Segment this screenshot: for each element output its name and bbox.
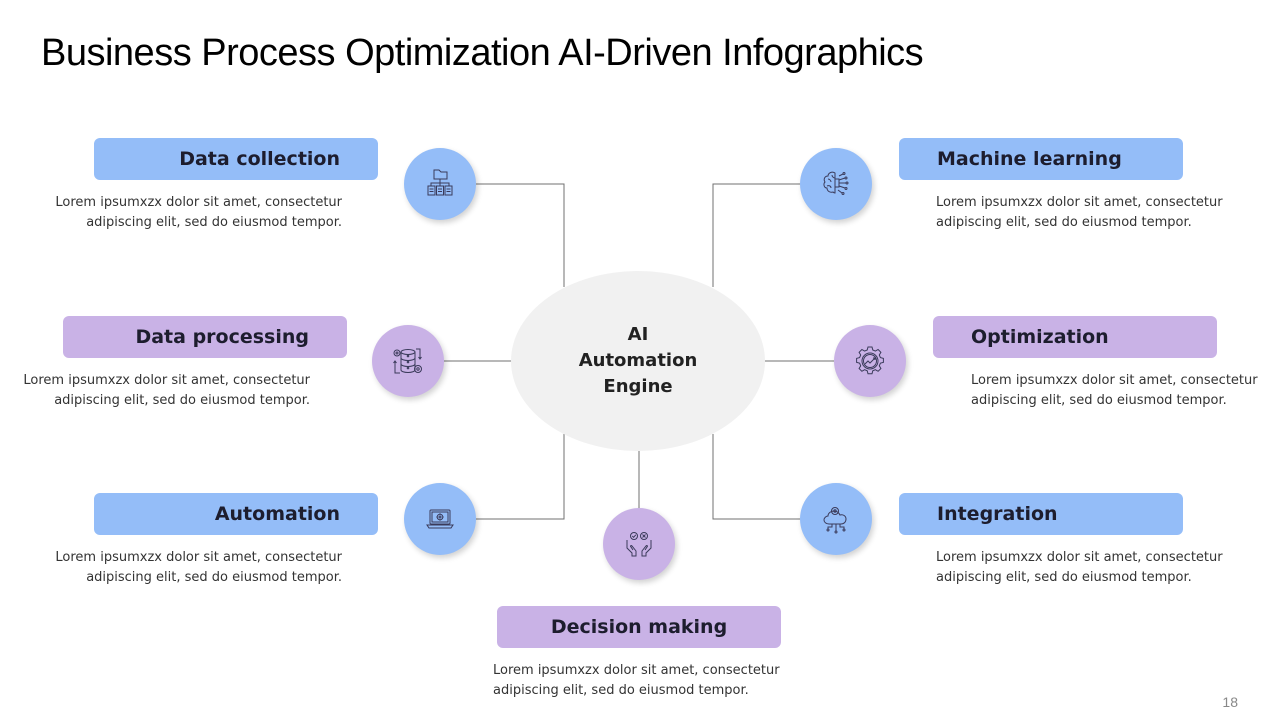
desc-data-collection: Lorem ipsumxzx dolor sit amet, consectet… <box>55 193 342 233</box>
desc-line: Lorem ipsumxzx dolor sit amet, consectet… <box>55 195 342 210</box>
node-data-processing <box>372 325 444 397</box>
page-number: 18 <box>1222 694 1238 710</box>
desc-line: Lorem ipsumxzx dolor sit amet, consectet… <box>936 550 1223 565</box>
database-gears-icon <box>393 348 422 374</box>
desc-data-processing: Lorem ipsumxzx dolor sit amet, consectet… <box>23 371 310 411</box>
desc-line: adipiscing elit, sed do eiusmod tempor. <box>86 570 342 585</box>
connector-data-collection <box>476 183 565 287</box>
label-text: Automation <box>214 503 340 525</box>
node-optimization <box>834 325 906 397</box>
desc-machine-learning: Lorem ipsumxzx dolor sit amet, consectet… <box>936 193 1223 233</box>
hands-check-cross-icon <box>626 532 652 557</box>
label-decision-making: Decision making <box>497 606 781 648</box>
connector-integration <box>712 434 800 520</box>
desc-line: adipiscing elit, sed do eiusmod tempor. <box>493 683 749 698</box>
desc-line: adipiscing elit, sed do eiusmod tempor. <box>54 393 310 408</box>
desc-decision-making: Lorem ipsumxzx dolor sit amet, consectet… <box>493 661 780 701</box>
label-text: Decision making <box>550 616 728 638</box>
label-text: Machine learning <box>937 148 1122 170</box>
label-text: Data collection <box>179 148 340 170</box>
desc-line: adipiscing elit, sed do eiusmod tempor. <box>971 393 1227 408</box>
label-optimization: Optimization <box>933 316 1217 358</box>
label-text: Optimization <box>971 326 1109 348</box>
hub-label-line-2: Automation <box>578 350 698 371</box>
brain-circuit-icon <box>823 171 849 195</box>
connector-machine-learning <box>712 183 800 287</box>
desc-line: Lorem ipsumxzx dolor sit amet, consectet… <box>23 373 310 388</box>
desc-line: Lorem ipsumxzx dolor sit amet, consectet… <box>971 373 1258 388</box>
connector-automation <box>476 434 565 520</box>
slide-title: Business Process Optimization AI-Driven … <box>41 32 924 74</box>
desc-line: Lorem ipsumxzx dolor sit amet, consectet… <box>936 195 1223 210</box>
laptop-gear-icon <box>426 509 454 529</box>
hub-label-line-1: AI <box>627 324 649 345</box>
node-decision-making <box>603 508 675 580</box>
desc-optimization: Lorem ipsumxzx dolor sit amet, consectet… <box>971 371 1258 411</box>
label-data-processing: Data processing <box>63 316 347 358</box>
desc-line: adipiscing elit, sed do eiusmod tempor. <box>936 570 1192 585</box>
label-text: Data processing <box>135 326 309 348</box>
cloud-gear-network-icon <box>823 507 847 534</box>
gear-growth-chart-icon <box>856 346 884 375</box>
desc-line: adipiscing elit, sed do eiusmod tempor. <box>86 215 342 230</box>
node-data-collection <box>404 148 476 220</box>
label-data-collection: Data collection <box>94 138 378 180</box>
label-text: Integration <box>937 503 1058 525</box>
hub-label-line-3: Engine <box>603 376 673 397</box>
ai-automation-engine-hub: AI Automation Engine <box>511 271 765 451</box>
label-automation: Automation <box>94 493 378 535</box>
desc-line: Lorem ipsumxzx dolor sit amet, consectet… <box>493 663 780 678</box>
label-integration: Integration <box>899 493 1183 535</box>
desc-integration: Lorem ipsumxzx dolor sit amet, consectet… <box>936 548 1223 588</box>
label-machine-learning: Machine learning <box>899 138 1183 180</box>
desc-line: adipiscing elit, sed do eiusmod tempor. <box>936 215 1192 230</box>
folder-hierarchy-icon <box>427 169 453 196</box>
node-automation <box>404 483 476 555</box>
node-integration <box>800 483 872 555</box>
node-machine-learning <box>800 148 872 220</box>
desc-line: Lorem ipsumxzx dolor sit amet, consectet… <box>55 550 342 565</box>
desc-automation: Lorem ipsumxzx dolor sit amet, consectet… <box>55 548 342 588</box>
